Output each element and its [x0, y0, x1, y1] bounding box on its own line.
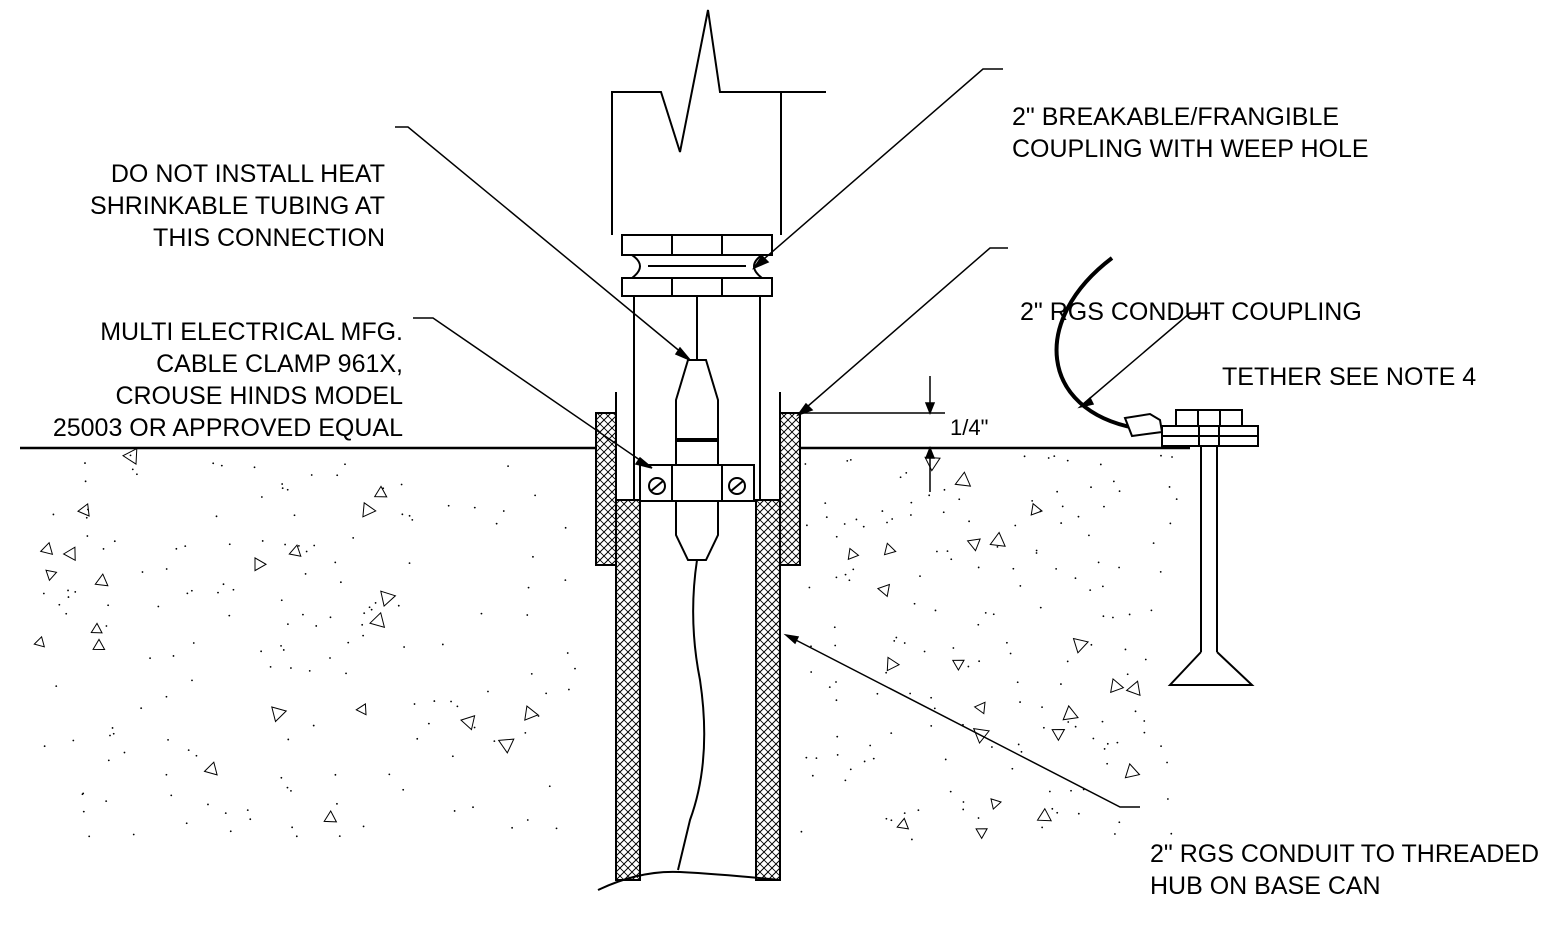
soil-stipple	[33, 447, 1178, 841]
breakable-coupling	[621, 234, 773, 297]
rgs-coupling-note: 2" RGS CONDUIT COUPLING	[1020, 298, 1362, 326]
base-plate-stake	[1161, 409, 1259, 686]
rgs-conduit-coupling	[595, 392, 801, 566]
dimension-label: 1/4"	[950, 415, 989, 440]
tether-note: TETHER SEE NOTE 4	[1222, 363, 1477, 391]
conduit-nipple	[633, 296, 761, 500]
dimension-quarter-inch	[800, 376, 945, 492]
leader-lines	[395, 68, 1210, 808]
cable-clamp-note: MULTI ELECTRICAL MFG.CABLE CLAMP 961X,CR…	[52, 318, 403, 442]
rgs-conduit	[597, 499, 781, 891]
cable-clamp	[639, 464, 755, 502]
cable-connector	[675, 296, 719, 871]
light-fixture-column	[611, 9, 826, 235]
light-base-conduit-detail	[20, 9, 1259, 891]
